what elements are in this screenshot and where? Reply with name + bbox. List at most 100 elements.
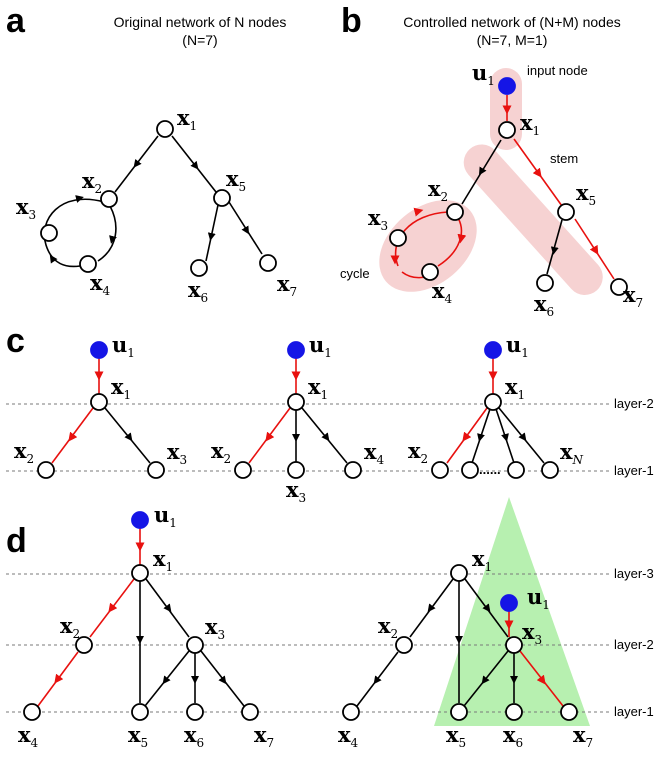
label-a-x2: x2 [82,168,102,196]
label-c1-x1: x1 [111,374,131,402]
panel-c-layer-lines [6,403,610,472]
panel-b-highlights [379,68,603,295]
edge-d1-x2-x4 [37,651,79,707]
node-d1-u1 [131,511,149,529]
node-d1-x7 [241,703,259,721]
edge-d1-x1-x2 [89,578,135,638]
edge-c2-x1-x2 [248,407,291,464]
layer-d-1-label: layer-1 [614,704,654,719]
panel-b-labels: u1 input node x1 stem x2 x3 x5 cycle x4 … [340,60,643,319]
layer-d-3-label: layer-3 [614,566,654,581]
edge-d1-x3-x7 [200,650,245,707]
node-a-x7 [259,254,277,272]
edge-a-cycle-left [43,198,105,268]
label-c3-x1: x1 [505,374,525,402]
node-d1-x6 [186,703,204,721]
node-d2-u1 [500,594,518,612]
node-c3-xN [541,461,559,479]
highlight-cycle [379,200,477,292]
node-d2-x2 [395,636,413,654]
label-c3-u1: u1 [506,332,529,360]
panel-a-nodes [40,120,277,277]
highlight-triangle [434,497,590,726]
edge-c1-x1-x3 [104,407,151,464]
label-a-x3: x3 [16,194,36,222]
node-d1-x3 [186,636,204,654]
node-d2-x6 [505,703,523,721]
label-d2-x6: x6 [503,722,523,750]
node-c1-x3 [147,461,165,479]
label-d1-x5: x5 [128,722,148,750]
highlight-stem [463,144,603,295]
label-c3-xN: xN [560,439,584,467]
node-c2-x2 [234,461,252,479]
label-d1-x6: x6 [184,722,204,750]
label-d1-x3: x3 [205,614,225,642]
node-c3-x1 [484,393,502,411]
edge-c3-x1-b [495,408,515,464]
edge-d1-x1-x3 [145,578,190,638]
edge-a-cycle-right [97,205,117,262]
annotation-stem: stem [550,151,578,166]
panel-b-letter: b [341,2,362,40]
label-b-x4: x4 [432,278,453,306]
label-b-x7: x7 [623,282,643,310]
panel-b: b Controlled network of (N+M) nodes (N=7… [340,2,643,319]
node-c1-x2 [37,461,55,479]
label-b-u1: u1 [472,60,495,88]
node-c2-u1 [287,341,305,359]
label-b-x6: x6 [534,291,554,319]
panel-c-graph-3: ...... u1 x1 x2 xN [408,332,584,479]
panel-c: c layer-2 layer-1 u1 x1 [6,322,654,505]
label-b-x5: x5 [576,180,596,208]
node-d2-x1 [450,564,468,582]
label-d1-x2: x2 [60,613,80,641]
label-d1-x1: x1 [153,546,173,574]
edge-a-x5-x6 [205,204,219,262]
node-c2-x1 [287,393,305,411]
node-d2-x5 [450,703,468,721]
node-d1-x2 [75,636,93,654]
label-d2-x3: x3 [522,619,542,647]
layer-d-2-label: layer-2 [614,637,654,652]
node-d1-x4 [23,703,41,721]
label-a-x5: x5 [226,166,246,194]
node-b-u1 [498,77,516,95]
label-c2-x4: x4 [364,439,385,467]
edge-c1-x1-x2 [51,407,94,464]
node-a-x1 [156,120,174,138]
node-b-x6 [536,274,554,292]
node-b-x3 [389,229,407,247]
node-d2-x4 [342,703,360,721]
label-d1-x7: x7 [254,722,274,750]
label-c1-x2: x2 [14,438,34,466]
label-c1-u1: u1 [112,332,135,360]
node-b-x7 [610,278,628,296]
panel-d-graph-1: u1 x1 x2 x3 x4 x5 x6 x7 [18,502,274,750]
edge-c3-x1-xN [498,407,545,464]
layer-c-1-label: layer-1 [614,463,654,478]
panel-c-graph-1: u1 x1 x2 x3 [14,332,187,479]
ellipsis-c3: ...... [479,462,501,477]
label-a-x4: x4 [90,270,111,298]
panel-c-graph-2: u1 x1 x2 x3 x4 [211,332,385,505]
panel-a-edges [43,135,263,268]
panel-c-letter: c [6,322,25,360]
label-d2-x4: x4 [338,722,359,750]
label-a-x7: x7 [277,271,297,299]
label-a-x6: x6 [188,277,208,305]
node-d2-x3 [505,636,523,654]
label-d2-x7: x7 [573,722,593,750]
panel-a-caption: Original network of N nodes [114,14,287,30]
node-b-x4 [421,263,439,281]
annotation-input-node: input node [527,63,588,78]
label-d1-x4: x4 [18,722,39,750]
node-a-x3 [40,224,58,242]
label-d2-x5: x5 [446,722,466,750]
node-c3-xa [461,461,479,479]
panel-a-labels: x1 x2 x3 x4 x5 x6 x7 [16,105,297,305]
panel-a-letter: a [6,2,26,40]
node-a-x5 [213,189,231,207]
panel-b-subcaption: (N=7, M=1) [477,32,548,48]
